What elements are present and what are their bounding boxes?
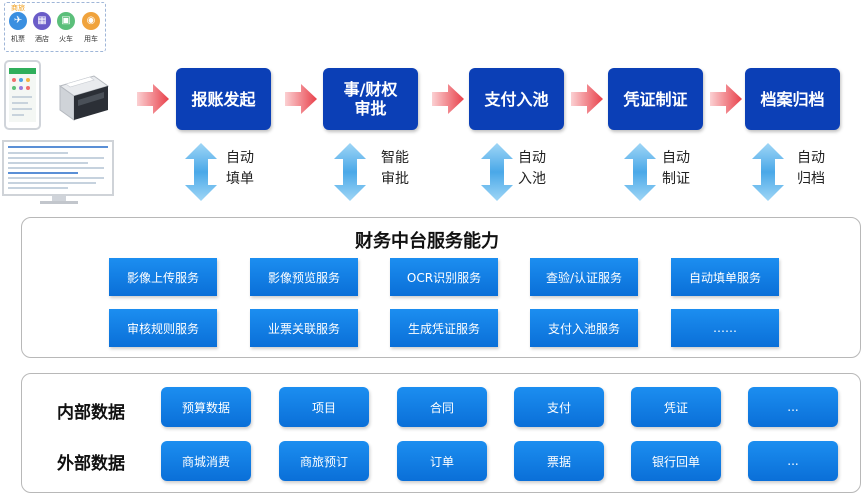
external-data-travel-booking[interactable]: 商旅预订: [279, 441, 369, 481]
service-more[interactable]: ……: [671, 309, 779, 347]
double-arrow-icon: [481, 143, 513, 201]
double-arrow-icon: [185, 143, 217, 201]
monitor-illustration: [2, 140, 114, 196]
shortcut-label: 酒店: [35, 35, 49, 43]
external-data-order[interactable]: 订单: [397, 441, 487, 481]
data-item-label: 项目: [311, 400, 336, 415]
service-image-upload[interactable]: 影像上传服务: [109, 258, 217, 296]
step-label: 事/财权 审批: [343, 80, 398, 118]
data-item-label: 预算数据: [181, 400, 230, 415]
external-data-invoice[interactable]: 票据: [514, 441, 604, 481]
shortcut-car[interactable]: ◉ 用车: [80, 12, 102, 44]
service-label: OCR识别服务: [406, 270, 482, 285]
panel-title: 财务中台服务能力: [355, 231, 499, 252]
data-item-label: 票据: [546, 454, 571, 469]
shortcut-flight[interactable]: ✈ 机票: [7, 12, 29, 44]
internal-data-contract[interactable]: 合同: [397, 387, 487, 427]
data-item-label: 凭证: [663, 400, 688, 415]
step-reimbursement-initiation[interactable]: 报账发起: [176, 68, 271, 130]
shortcut-label: 机票: [11, 35, 25, 43]
step-automation-label: 自动 制证: [662, 150, 690, 187]
service-label: 审核规则服务: [126, 321, 199, 336]
flow-arrow-icon: [137, 84, 169, 114]
data-item-label: 支付: [546, 400, 571, 415]
step-automation-label: 智能 审批: [381, 150, 409, 187]
flow-arrow-icon: [285, 84, 317, 114]
plane-icon: ✈: [9, 12, 27, 30]
shortcut-label: 用车: [84, 35, 98, 43]
shortcut-hotel[interactable]: ▦ 酒店: [31, 12, 53, 44]
internal-data-payment[interactable]: 支付: [514, 387, 604, 427]
monitor-stand: [52, 196, 66, 202]
internal-data-budget[interactable]: 预算数据: [161, 387, 251, 427]
service-label: 影像预览服务: [267, 270, 340, 285]
external-data-mall[interactable]: 商城消费: [161, 441, 251, 481]
step-archive[interactable]: 档案归档: [745, 68, 840, 130]
step-automation-label: 自动 填单: [226, 150, 254, 187]
external-data-bank-receipt[interactable]: 银行回单: [631, 441, 721, 481]
service-ocr[interactable]: OCR识别服务: [390, 258, 498, 296]
internal-data-voucher[interactable]: 凭证: [631, 387, 721, 427]
double-arrow-icon: [334, 143, 366, 201]
service-payment-pool[interactable]: 支付入池服务: [530, 309, 638, 347]
step-voucher-creation[interactable]: 凭证制证: [608, 68, 703, 130]
service-label: 自动填单服务: [688, 270, 761, 285]
step-payment-pool[interactable]: 支付入池: [469, 68, 564, 130]
step-automation-label: 自动 归档: [797, 150, 825, 187]
flow-arrow-icon: [432, 84, 464, 114]
travel-shortcuts-card: 商旅 ✈ 机票 ▦ 酒店 ▣ 火车 ◉ 用车: [4, 2, 106, 52]
double-arrow-icon: [752, 143, 784, 201]
service-label: 业票关联服务: [267, 321, 340, 336]
flow-arrow-icon: [710, 84, 742, 114]
external-data-more[interactable]: ...: [748, 441, 838, 481]
internal-data-label: 内部数据: [57, 403, 125, 423]
service-business-ticket-link[interactable]: 业票关联服务: [250, 309, 358, 347]
shortcut-train[interactable]: ▣ 火车: [55, 12, 77, 44]
service-image-preview[interactable]: 影像预览服务: [250, 258, 358, 296]
service-label: 生成凭证服务: [407, 321, 480, 336]
service-label: 查验/认证服务: [545, 270, 623, 285]
service-auto-fill[interactable]: 自动填单服务: [671, 258, 779, 296]
data-item-label: ...: [787, 454, 799, 468]
data-item-label: 银行回单: [651, 454, 700, 469]
scanner-illustration: [58, 75, 110, 121]
data-item-label: ...: [787, 400, 799, 414]
data-item-label: 订单: [429, 454, 454, 469]
data-item-label: 商旅预订: [299, 454, 348, 469]
step-label: 支付入池: [484, 89, 549, 109]
step-label: 档案归档: [760, 89, 825, 109]
internal-data-more[interactable]: ...: [748, 387, 838, 427]
external-data-label: 外部数据: [57, 454, 125, 474]
step-label: 凭证制证: [623, 89, 688, 109]
service-label: 影像上传服务: [126, 270, 199, 285]
shortcut-label: 火车: [59, 35, 73, 43]
service-label: 支付入池服务: [547, 321, 620, 336]
train-icon: ▣: [57, 12, 75, 30]
step-automation-label: 自动 入池: [518, 150, 546, 187]
hotel-icon: ▦: [33, 12, 51, 30]
service-label: ……: [713, 321, 737, 335]
data-item-label: 合同: [429, 400, 454, 415]
service-verification[interactable]: 查验/认证服务: [530, 258, 638, 296]
internal-data-project[interactable]: 项目: [279, 387, 369, 427]
phone-illustration: [4, 60, 41, 130]
monitor-base: [40, 201, 78, 204]
step-label: 报账发起: [191, 89, 256, 109]
shortcuts-tag: 商旅: [11, 4, 25, 12]
step-authority-approval[interactable]: 事/财权 审批: [323, 68, 418, 130]
service-generate-voucher[interactable]: 生成凭证服务: [390, 309, 498, 347]
service-audit-rules[interactable]: 审核规则服务: [109, 309, 217, 347]
flow-arrow-icon: [571, 84, 603, 114]
car-icon: ◉: [82, 12, 100, 30]
data-item-label: 商城消费: [181, 454, 230, 469]
double-arrow-icon: [624, 143, 656, 201]
